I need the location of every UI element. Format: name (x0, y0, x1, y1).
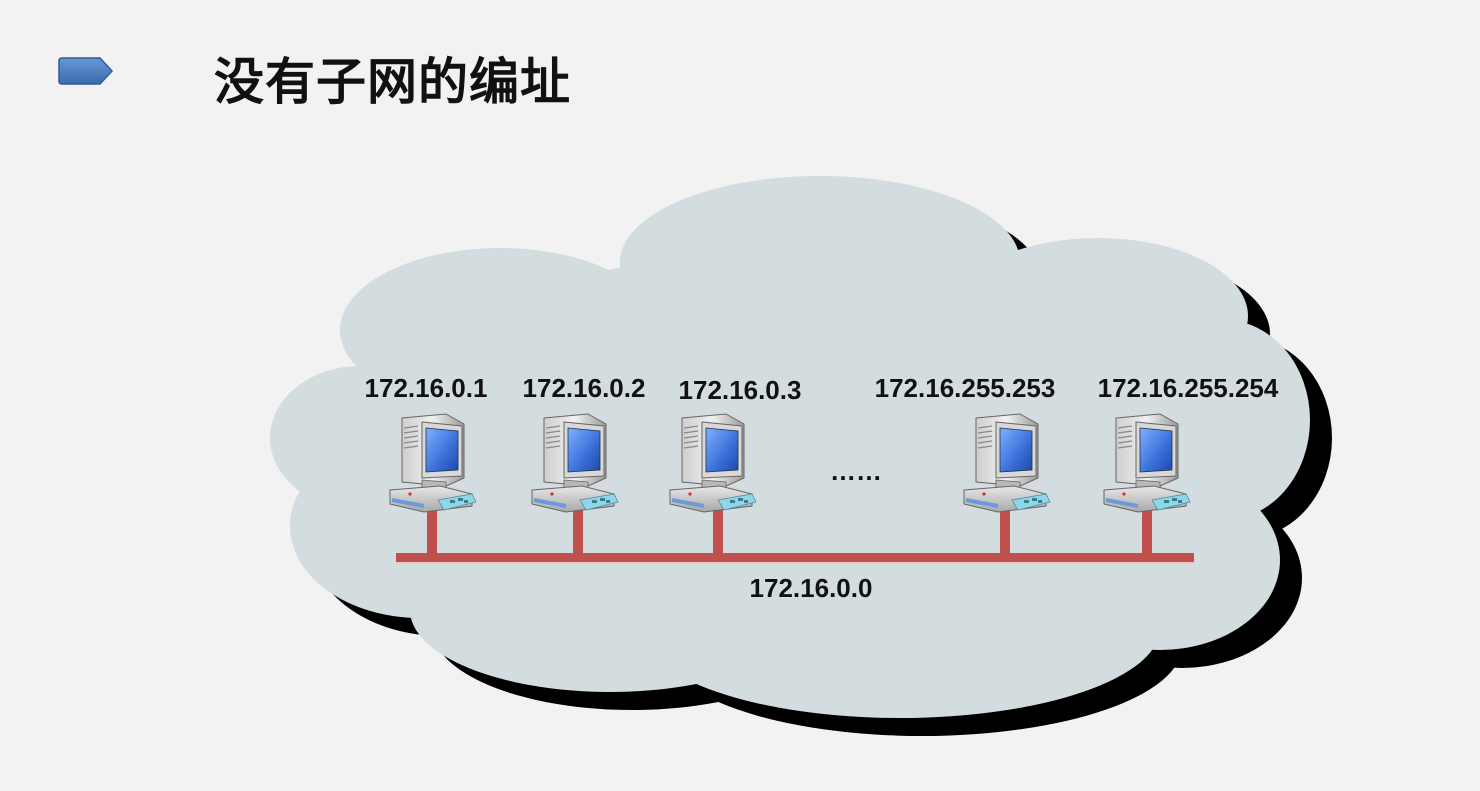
host-ip-label: 172.16.0.2 (523, 373, 646, 403)
desktop-computer-icon (1103, 413, 1191, 513)
hosts-ellipsis: …… (830, 456, 882, 486)
host-ip-label: 172.16.0.1 (365, 373, 488, 403)
host-5: 172.16.255.254 (1098, 373, 1279, 513)
network-address-label: 172.16.0.0 (750, 573, 873, 603)
host-ip-label: 172.16.255.253 (875, 373, 1056, 403)
host-3: 172.16.0.3 (669, 375, 802, 513)
host-drop-lines (427, 508, 1152, 558)
desktop-computer-icon (531, 413, 619, 513)
page-title: 没有子网的编址 (214, 53, 571, 111)
ethernet-bus (396, 553, 1194, 564)
host-ip-label: 172.16.0.3 (679, 375, 802, 405)
desktop-computer-icon (963, 413, 1051, 513)
pentagon-arrow-bullet-icon (58, 57, 114, 85)
host-2: 172.16.0.2 (523, 373, 646, 513)
desktop-computer-icon (389, 413, 477, 513)
host-1: 172.16.0.1 (365, 373, 488, 513)
host-4: 172.16.255.253 (875, 373, 1056, 513)
host-ip-label: 172.16.255.254 (1098, 373, 1279, 403)
desktop-computer-icon (669, 413, 757, 513)
network-cloud (270, 176, 1310, 718)
